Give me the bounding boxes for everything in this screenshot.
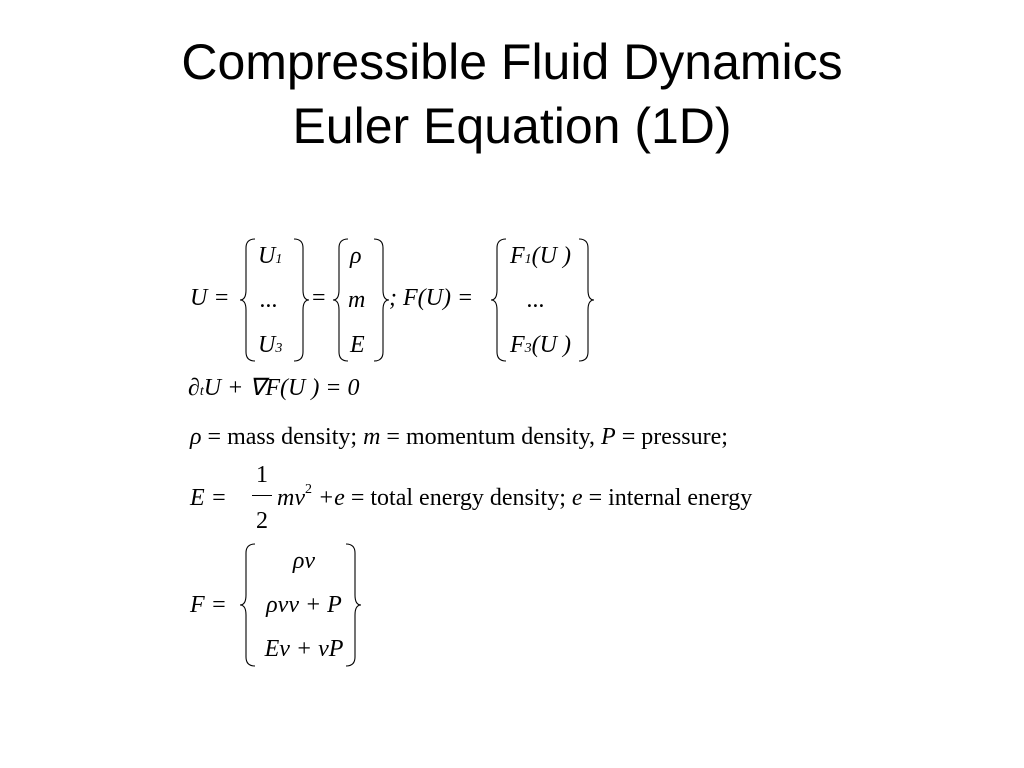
right-brace-flux-vector	[345, 543, 362, 667]
u-entry-3: U3	[258, 332, 283, 358]
state-rho: ρ	[350, 243, 362, 269]
left-brace-flux-vector	[239, 543, 256, 667]
left-brace-u	[239, 238, 256, 362]
slide-title: Compressible Fluid Dynamics Euler Equati…	[0, 30, 1024, 158]
def-rho-text: = mass density;	[207, 424, 358, 450]
right-brace-u	[293, 238, 310, 362]
frac-denominator: 2	[256, 508, 268, 534]
right-brace-flux	[578, 238, 595, 362]
frac-bar	[252, 495, 272, 496]
partial-symbol: ∂	[188, 375, 200, 401]
eq1-equals: =	[312, 285, 326, 311]
flux-definition-sep: ; F(U) =	[389, 285, 474, 311]
variable-definitions: ρ = mass density; m = momentum density, …	[190, 423, 728, 451]
title-line-1: Compressible Fluid Dynamics	[181, 34, 843, 90]
def-m-text: = momentum density,	[386, 424, 596, 450]
energy-terms: mv2 +e = total energy density; e = inter…	[277, 482, 753, 511]
flux-entry-2: ...	[527, 287, 545, 313]
left-brace-flux	[490, 238, 507, 362]
state-m: m	[348, 287, 366, 313]
left-brace-state	[332, 238, 349, 362]
flux-row-2: ρvv + P	[266, 592, 342, 618]
energy-lhs: E =	[190, 485, 227, 511]
def-p-text: = pressure;	[621, 424, 728, 450]
conservation-law-body: U + ∇F(U ) = 0	[203, 375, 360, 401]
u-entry-1: U1	[258, 243, 283, 269]
u-entry-2: ...	[260, 287, 278, 313]
def-rho-symbol: ρ	[190, 424, 202, 450]
state-e: E	[350, 332, 365, 358]
frac-numerator: 1	[256, 462, 268, 488]
title-line-2: Euler Equation (1D)	[292, 98, 732, 154]
flux-lhs: F =	[190, 592, 227, 618]
partial-subscript: t	[199, 384, 204, 399]
right-brace-state	[373, 238, 390, 362]
flux-entry-3: F3(U )	[510, 332, 571, 358]
flux-entry-1: F1(U )	[510, 243, 571, 269]
flux-row-1: ρv	[292, 548, 316, 574]
def-m-symbol: m	[363, 424, 381, 450]
conservation-law: ∂tU + ∇F(U ) = 0	[188, 374, 360, 406]
def-p-symbol: P	[601, 424, 616, 450]
eq1-lhs: U =	[190, 285, 230, 311]
flux-row-3: Ev + vP	[264, 636, 344, 662]
